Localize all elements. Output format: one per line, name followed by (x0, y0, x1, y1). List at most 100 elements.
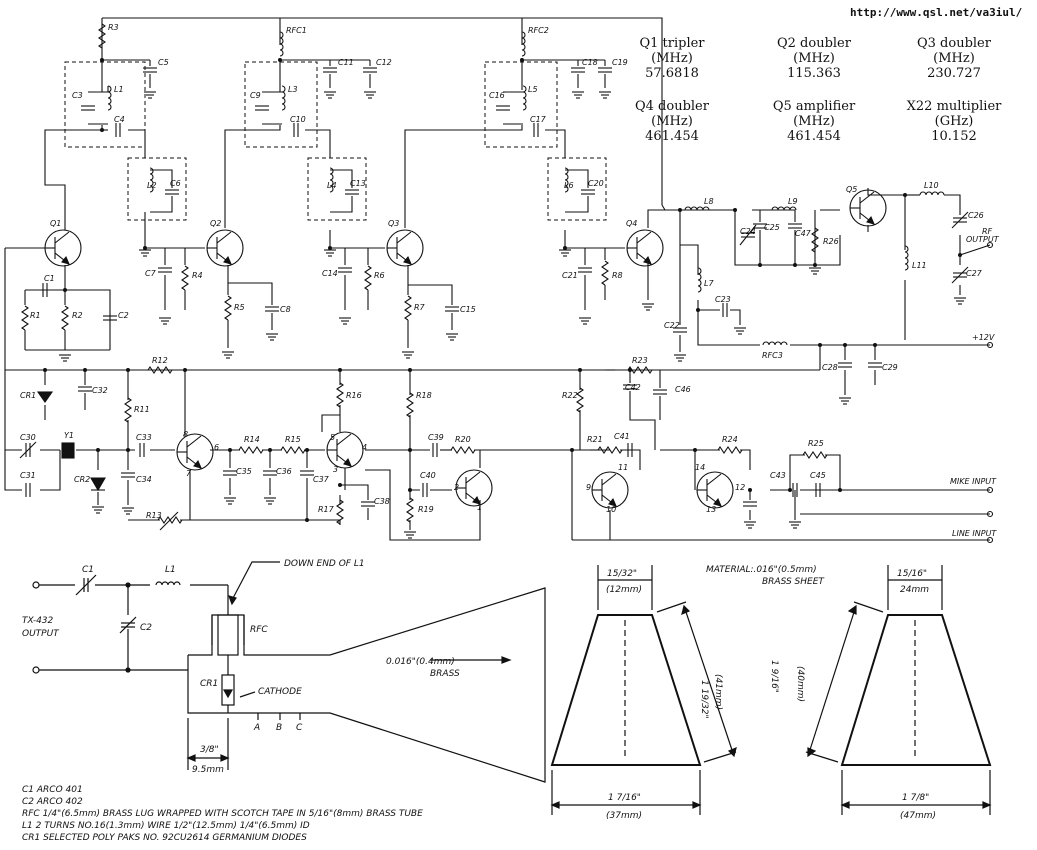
label-l3: L3 (288, 85, 298, 94)
label-l10: L10 (924, 181, 939, 190)
label-12v: +12V (972, 333, 995, 342)
horn2-side-inch: 1 9/16" (769, 660, 779, 693)
label-c27: C27 (966, 269, 983, 278)
mixer-label-b: B (276, 723, 282, 733)
label-c32: C32 (92, 386, 108, 395)
horn-patterns (550, 565, 992, 815)
label-rf-output: OUTPUT (966, 235, 1000, 244)
label-c35: C35 (236, 467, 252, 476)
label-c10: C10 (290, 115, 306, 124)
label-r7: R7 (414, 303, 426, 312)
label-c33: C33 (136, 433, 152, 442)
note-line: L1 2 TURNS NO.16(1.3mm) WIRE 1/2"(12.5mm… (22, 821, 310, 831)
label-r16: R16 (346, 391, 362, 400)
label-c14: C14 (322, 269, 338, 278)
label-c29: C29 (882, 363, 898, 372)
note-line: C2 ARCO 402 (22, 797, 83, 807)
freq-stage: Q4 doubler (635, 99, 709, 114)
wires (4, 17, 991, 541)
freq-value: 115.363 (787, 66, 841, 81)
label-r22: R22 (562, 391, 578, 400)
label-c37: C37 (313, 475, 330, 484)
label-c8: C8 (280, 305, 291, 314)
freq-value: 57.6818 (645, 66, 699, 81)
mixer-label-c: C (296, 723, 303, 733)
label-c41: C41 (614, 432, 630, 441)
label-q2: Q2 (210, 219, 221, 228)
label-mike-input: MIKE INPUT (950, 477, 997, 486)
pin-14: 14 (695, 463, 705, 472)
label-l5: L5 (528, 85, 538, 94)
mixer-dim-mm: 9.5mm (192, 765, 224, 775)
label-l7: L7 (704, 279, 714, 288)
freq-cell-q5: Q5 amplifier (MHz) 461.454 (754, 99, 874, 144)
label-r24: R24 (722, 435, 738, 444)
label-c47: C47 (795, 229, 812, 238)
label-r11: R11 (134, 405, 150, 414)
freq-cell-x22: X22 multiplier (GHz) 10.152 (894, 99, 1014, 144)
label-q4: Q4 (626, 219, 637, 228)
label-c38: C38 (374, 497, 390, 506)
freq-value: 10.152 (931, 129, 977, 144)
freq-unit: (MHz) (793, 51, 835, 66)
pin-8: 8 (183, 430, 188, 439)
label-r26: R26 (823, 237, 839, 246)
label-rfc3: RFC3 (762, 351, 783, 360)
freq-stage: Q3 doubler (917, 36, 991, 51)
label-q5: Q5 (846, 185, 857, 194)
label-r18: R18 (416, 391, 432, 400)
label-c9: C9 (250, 91, 261, 100)
pin-12: 12 (735, 483, 745, 492)
label-c17: C17 (530, 115, 547, 124)
label-l6: L6 (564, 181, 574, 190)
horn2-top-inch: 15/16" (897, 569, 927, 579)
pin-11: 11 (618, 463, 628, 472)
mixer-label-tx432: TX-432 (22, 616, 54, 626)
label-c21: C21 (562, 271, 578, 280)
label-c40: C40 (420, 471, 436, 480)
label-line-input: LINE INPUT (952, 529, 997, 538)
label-c34: C34 (136, 475, 152, 484)
mixer-label-l1: L1 (165, 565, 176, 575)
pin-9: 9 (586, 483, 591, 492)
label-q3: Q3 (388, 219, 399, 228)
mixer-label-down-end: DOWN END OF L1 (284, 559, 365, 569)
horn-material-type: BRASS SHEET (762, 577, 825, 587)
mixer-label-rfc: RFC (250, 625, 268, 635)
pin-6: 6 (214, 443, 219, 452)
label-c2: C2 (118, 311, 129, 320)
label-c22: C22 (664, 321, 680, 330)
label-r5: R5 (234, 303, 245, 312)
label-r25: R25 (808, 439, 824, 448)
label-c3: C3 (72, 91, 83, 100)
label-r4: R4 (192, 271, 203, 280)
pin-7: 7 (186, 469, 192, 478)
freq-unit: (MHz) (933, 51, 975, 66)
label-c1: C1 (44, 274, 55, 283)
freq-stage: Q2 doubler (777, 36, 851, 51)
pin-13: 13 (706, 505, 716, 514)
mixer-drawing (32, 561, 546, 783)
label-l11: L11 (912, 261, 927, 270)
mixer-label-c1: C1 (82, 565, 94, 575)
label-r14: R14 (244, 435, 260, 444)
mixer-dim-fraction: 3/8" (200, 745, 219, 755)
label-c36: C36 (276, 467, 292, 476)
label-c20: C20 (588, 179, 604, 188)
pin-3: 3 (333, 465, 338, 474)
mixer-label-c2: C2 (140, 623, 152, 633)
label-r3: R3 (108, 23, 119, 32)
label-c4: C4 (114, 115, 125, 124)
pin-10: 10 (606, 505, 616, 514)
freq-value: 230.727 (927, 66, 981, 81)
source-url: http://www.qsl.net/va3iul/ (850, 6, 1023, 19)
freq-value: 461.454 (645, 129, 699, 144)
label-c13: C13 (350, 179, 366, 188)
freq-cell-q3: Q3 doubler (MHz) 230.727 (894, 36, 1014, 81)
horn2-top-mm: 24mm (900, 585, 929, 595)
freq-stage: Q1 tripler (639, 36, 705, 51)
freq-unit: (GHz) (934, 114, 974, 129)
freq-stage: Q5 amplifier (772, 99, 856, 114)
